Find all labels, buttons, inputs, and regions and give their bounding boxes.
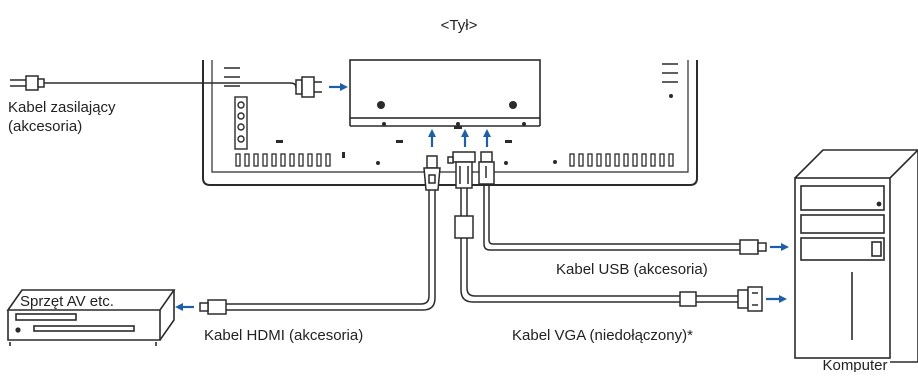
computer-tower xyxy=(794,149,918,363)
vent-slots-right xyxy=(662,63,678,83)
vga-cable xyxy=(454,188,738,307)
vga-cable-label: Kabel VGA (niedołączony)* xyxy=(512,327,693,344)
view-title: <Tył> xyxy=(441,17,478,34)
usb-cable-label: Kabel USB (akcesoria) xyxy=(556,261,708,278)
av-device xyxy=(6,289,176,346)
usb-cable xyxy=(483,184,740,251)
usb-plug-icon xyxy=(739,239,767,255)
power-plug-icon xyxy=(10,75,322,98)
av-device-label: Sprzęt AV etc. xyxy=(20,293,114,310)
vga-plug-icon xyxy=(737,286,763,312)
mount-screw-holes xyxy=(376,94,673,165)
hdmi-plug-icon xyxy=(199,299,227,315)
power-cable-label-line2: (akcesoria) xyxy=(8,118,82,135)
control-buttons xyxy=(234,96,248,150)
bottom-grille-left xyxy=(235,153,331,167)
vent-slots-left xyxy=(224,67,240,87)
computer-label: Komputer xyxy=(822,357,887,372)
small-marks xyxy=(276,126,512,158)
hdmi-cable xyxy=(226,190,436,311)
usb-plug-icon xyxy=(478,151,495,185)
power-cable-label-line1: Kabel zasilający xyxy=(8,99,116,116)
vga-plug-icon xyxy=(447,151,476,189)
bottom-grille-right xyxy=(569,153,674,167)
hdmi-plug-icon xyxy=(423,155,441,191)
monitor-back xyxy=(202,59,698,186)
hdmi-cable-label: Kabel HDMI (akcesoria) xyxy=(204,327,363,344)
